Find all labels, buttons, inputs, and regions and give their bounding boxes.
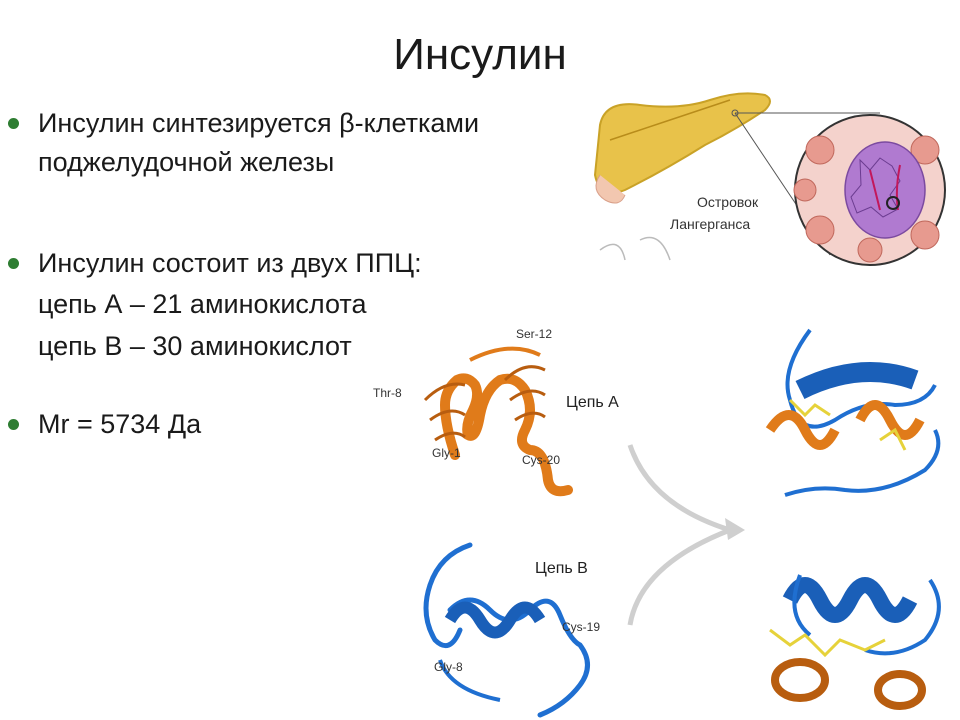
bullet-dot xyxy=(8,258,19,269)
bullet-dot xyxy=(8,118,19,129)
slide-title: Инсулин xyxy=(393,30,567,79)
residue-ser12-label: Ser-12 xyxy=(516,327,553,341)
chain-a-label: Цепь А xyxy=(566,394,619,411)
islet-label-line1: Островок xyxy=(697,194,759,210)
residue-cys20-label: Cys-20 xyxy=(522,453,561,467)
bullet-synthesis-line1: Инсулин синтезируется β-клетками xyxy=(38,108,480,138)
residue-gly8-label: Gly-8 xyxy=(434,660,463,674)
chain-b-label: Цепь В xyxy=(535,560,588,577)
residue-gly1-label: Gly-1 xyxy=(432,446,461,460)
bullet-dot xyxy=(8,419,19,430)
chain-a-description: цепь А – 21 аминокислота xyxy=(38,289,367,319)
islet-label-line2: Лангерганса xyxy=(670,216,751,232)
bullet-structure-line1: Инсулин состоит из двух ППЦ: xyxy=(38,248,422,278)
residue-thr8-label: Thr-8 xyxy=(373,386,402,400)
bullet-synthesis: Инсулин синтезируется β-клетками xyxy=(8,103,479,143)
residue-cys19-label: Cys-19 xyxy=(562,620,601,634)
bullet-structure: Инсулин состоит из двух ППЦ: xyxy=(8,243,422,283)
bullet-synthesis-line2: поджелудочной железы xyxy=(38,147,335,177)
chain-b-description: цепь В – 30 аминокислот xyxy=(38,331,352,361)
bullet-mass: Mr = 5734 Да xyxy=(8,404,201,444)
bullet-mass-line1: Mr = 5734 Да xyxy=(38,409,202,439)
